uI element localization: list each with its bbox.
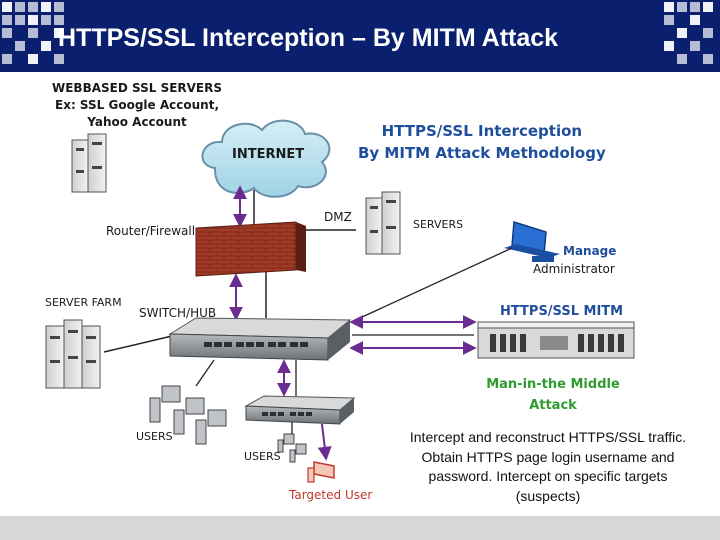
header-tile: [690, 2, 700, 12]
header-tile: [664, 15, 674, 25]
administrator-label: Administrator: [533, 262, 615, 276]
header-tile: [2, 54, 12, 64]
header-tile: [28, 54, 38, 64]
internet-label: INTERNET: [232, 147, 305, 162]
targeted-user-computer-icon: [307, 461, 335, 483]
header-tile: [690, 15, 700, 25]
webserver-icon: [71, 133, 107, 193]
header-tile: [28, 15, 38, 25]
header-tile: [54, 54, 64, 64]
header-tile: [677, 54, 687, 64]
servers-label: SERVERS: [413, 218, 464, 231]
second-switch-icon: [244, 395, 356, 425]
header-tile: [703, 28, 713, 38]
header-tile: [15, 15, 25, 25]
dmz-label: DMZ: [324, 210, 352, 224]
slide-header: HTTPS/SSL Interception – By MITM Attack: [0, 0, 720, 72]
server-farm-link: [103, 335, 173, 353]
header-tile: [41, 2, 51, 12]
admin-computer-icon: [504, 221, 560, 262]
header-tile: [54, 15, 64, 25]
intercept-note: Intercept and reconstruct HTTPS/SSL traf…: [409, 429, 687, 504]
header-tile: [28, 2, 38, 12]
dmz-servers-icon: [365, 191, 401, 255]
header-tile: [2, 15, 12, 25]
diagram-heading-line1: HTTPS/SSL Interception: [381, 122, 583, 140]
slide-title: HTTPS/SSL Interception – By MITM Attack: [58, 24, 559, 52]
internet-cloud-icon: [201, 119, 331, 198]
users-label-2: USERS: [244, 450, 281, 463]
header-tile: [2, 2, 12, 12]
header-tile: [54, 2, 64, 12]
server-farm-label: SERVER FARM: [45, 296, 122, 309]
header-tile: [28, 28, 38, 38]
router-firewall-label: Router/Firewall: [106, 224, 196, 238]
users-1-link: [195, 359, 215, 387]
header-tile: [677, 2, 687, 12]
slide-footer-band: [0, 516, 720, 540]
header-tile: [54, 28, 64, 38]
mitm-attack-label: Man-in-the Middle Attack: [478, 374, 628, 416]
webservers-label-line2: Ex: SSL Google Account,: [55, 98, 219, 112]
mitm-attack-line1: Man-in-the Middle: [486, 377, 620, 392]
manage-label: Manage: [563, 244, 617, 258]
users-group-1-icon: [149, 385, 227, 445]
mitm-label: HTTPS/SSL MITM: [500, 304, 624, 319]
header-tile: [15, 2, 25, 12]
webservers-label-line3: Yahoo Account: [87, 115, 187, 129]
main-switch-icon: [168, 317, 352, 361]
header-tile: [703, 54, 713, 64]
users-label-1: USERS: [136, 430, 173, 443]
users-group-2-icon: [277, 433, 307, 463]
mitm-attack-line2: Attack: [529, 398, 577, 413]
network-diagram: [45, 119, 635, 483]
mitm-appliance-icon: [477, 321, 635, 359]
header-tile: [664, 41, 674, 51]
header-tile: [677, 28, 687, 38]
targeted-arrow: [317, 423, 332, 461]
header-tile: [41, 41, 51, 51]
header-tile: [703, 2, 713, 12]
firewall-icon: [195, 221, 306, 277]
server-farm-icon: [45, 319, 101, 389]
diagram-heading: HTTPS/SSL Interception By MITM Attack Me…: [358, 120, 606, 164]
webservers-label: WEBBASED SSL SERVERS Ex: SSL Google Acco…: [52, 80, 222, 131]
header-tile: [41, 15, 51, 25]
admin-link: [359, 247, 513, 319]
header-tile: [664, 2, 674, 12]
header-tile: [690, 41, 700, 51]
webservers-label-line1: WEBBASED SSL SERVERS: [52, 81, 223, 95]
switch-hub-label: SWITCH/HUB: [139, 306, 217, 320]
header-tile: [2, 28, 12, 38]
targeted-user-label: Targeted User: [289, 488, 373, 502]
diagram-heading-line2: By MITM Attack Methodology: [358, 144, 606, 162]
header-tile: [15, 41, 25, 51]
